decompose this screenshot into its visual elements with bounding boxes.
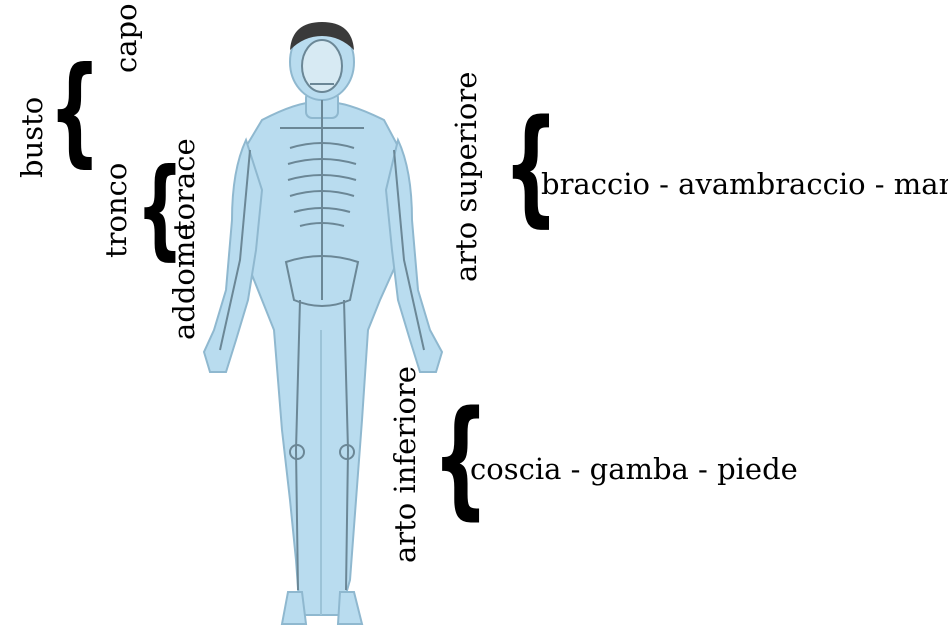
label-addome: addome xyxy=(170,223,199,340)
busto-brace: { xyxy=(49,52,101,170)
label-tronco: tronco xyxy=(102,163,131,258)
label-busto: busto xyxy=(18,97,47,178)
label-torace: torace xyxy=(170,138,199,232)
label-arto-superiore: arto superiore xyxy=(452,72,481,282)
label-capo: capo xyxy=(112,3,141,73)
label-arm-parts: braccio - avambraccio - mano xyxy=(541,170,948,199)
label-arto-inferiore: arto inferiore xyxy=(391,366,420,563)
label-leg-parts: coscia - gamba - piede xyxy=(470,455,798,484)
